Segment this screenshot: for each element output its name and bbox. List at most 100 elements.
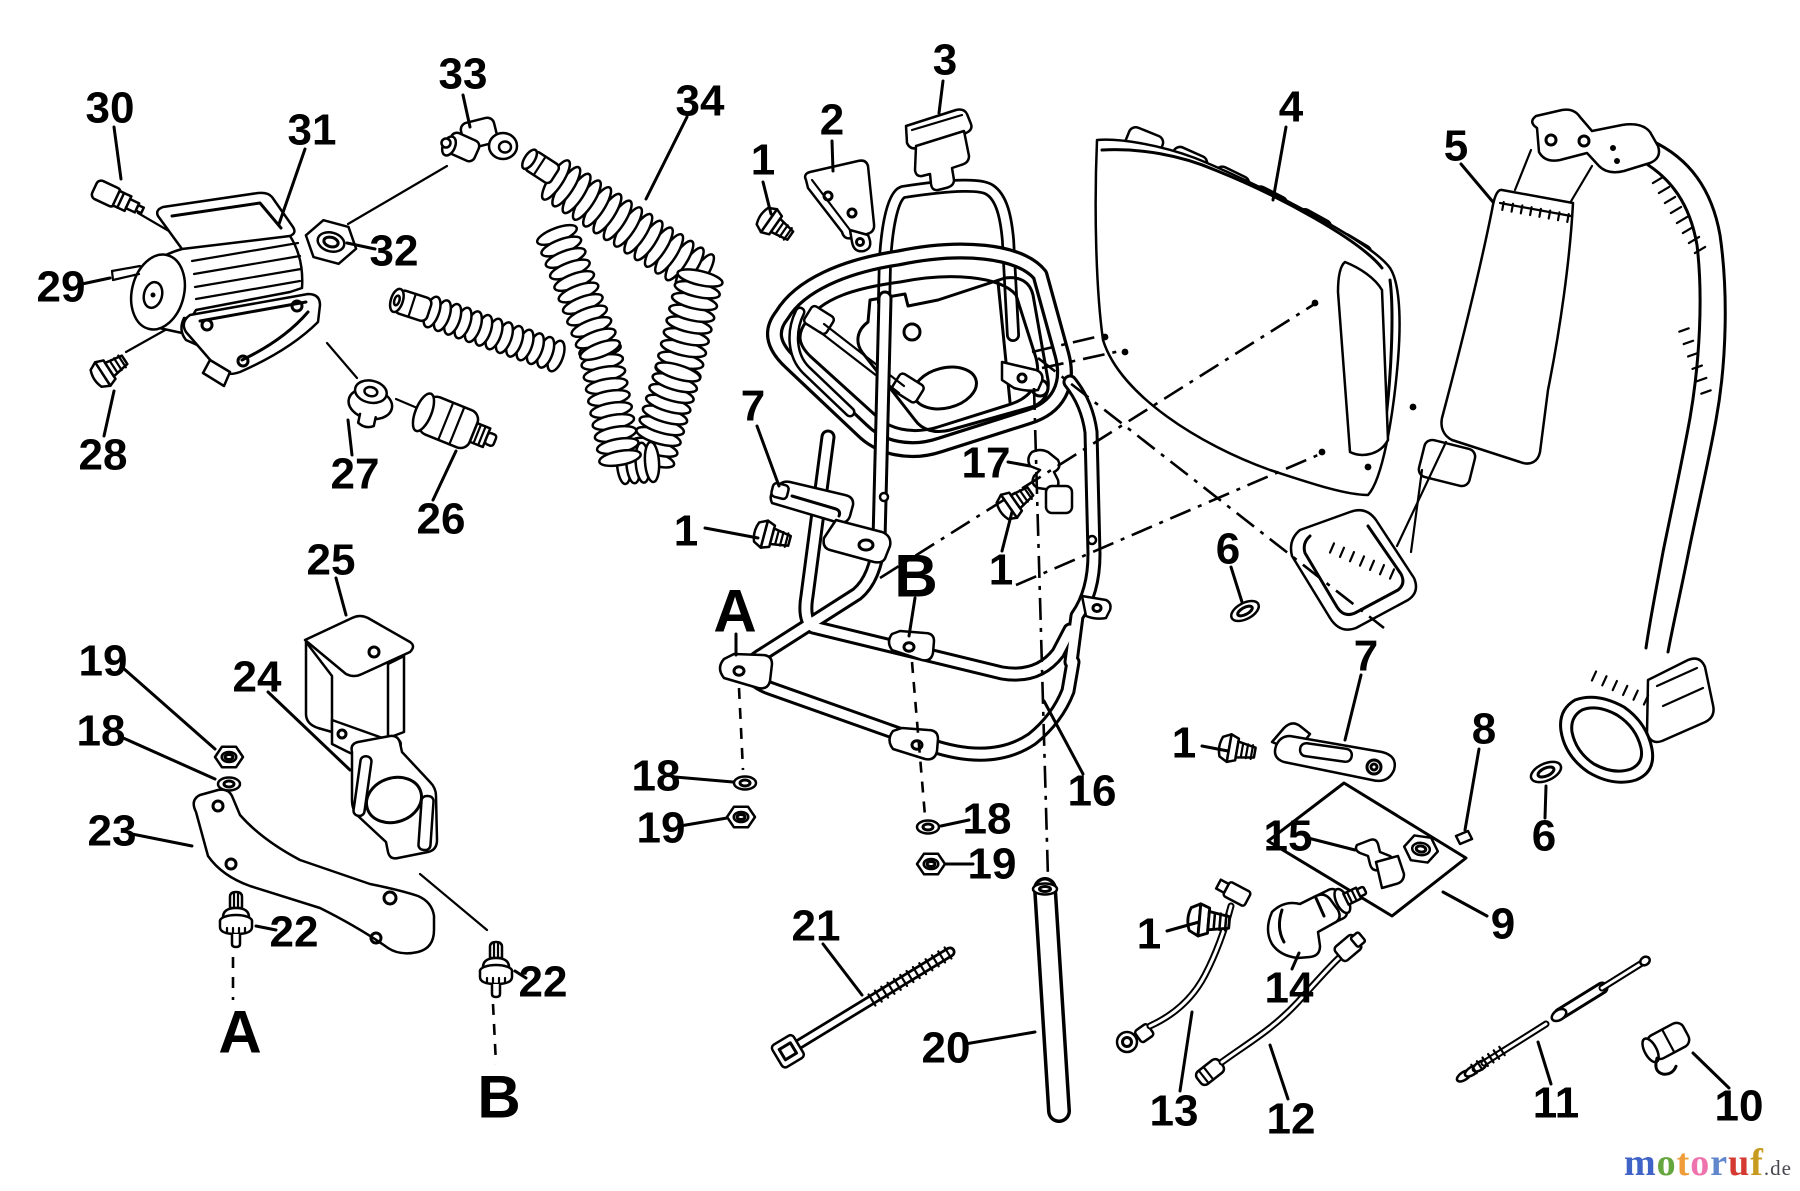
callout-33: 33	[439, 50, 488, 99]
callout-14: 14	[1265, 964, 1314, 1013]
strap-top-buckle	[1531, 108, 1661, 174]
callout-28: 28	[79, 431, 128, 480]
alignment-lines	[879, 303, 1385, 879]
screw-drawing	[752, 519, 793, 549]
leader-line	[678, 816, 729, 828]
leader-line	[277, 147, 307, 226]
leader-line	[346, 418, 354, 457]
muffler-bracket-tab	[201, 358, 232, 388]
coiled-hose-drawing	[422, 159, 724, 486]
ignition-parts-drawing	[1115, 599, 1691, 1087]
nut-drawing	[213, 745, 245, 769]
callout-7: 7	[741, 382, 765, 431]
callout-1: 1	[751, 136, 775, 185]
frame-tab-a	[718, 652, 774, 690]
callout-12: 12	[1267, 1095, 1316, 1144]
nut-drawing	[1402, 834, 1440, 864]
elbow-33-drawing	[440, 116, 519, 163]
watermark-letter: r	[1710, 1142, 1729, 1184]
callout-6: 6	[1532, 812, 1556, 861]
leader-line	[254, 924, 278, 932]
leader-line	[1543, 784, 1548, 820]
nut-drawing	[725, 805, 757, 829]
strap-lower-buckle	[1289, 440, 1448, 631]
screw-drawing	[995, 486, 1035, 521]
callout-18: 18	[77, 707, 126, 756]
leader-line	[1271, 125, 1288, 202]
callout-18: 18	[632, 752, 681, 801]
watermark-letter: f	[1750, 1142, 1764, 1184]
nut-drawing	[915, 852, 947, 876]
callout-10: 10	[1715, 1082, 1764, 1131]
leader-line	[1000, 510, 1014, 553]
leader-line	[907, 596, 917, 638]
watermark-letter: o	[1656, 1142, 1677, 1184]
callout-30: 30	[86, 84, 135, 133]
leader-line	[112, 125, 123, 181]
screw-drawing	[89, 354, 129, 388]
callout-19: 19	[637, 804, 686, 853]
callout-32: 32	[370, 227, 419, 276]
callout-1: 1	[1137, 910, 1161, 959]
callout-4: 4	[1279, 83, 1304, 132]
muffler-assembly-drawing	[90, 116, 724, 486]
leader-line	[461, 93, 472, 129]
plug-boot-drawing	[1266, 893, 1341, 960]
clamp-7-drawing	[769, 480, 892, 564]
callout-20: 20	[922, 1024, 971, 1073]
washer-drawing	[216, 776, 242, 792]
watermark-logo: motoruf.de	[1624, 1141, 1792, 1185]
leader-line	[1229, 565, 1244, 604]
callout-25: 25	[307, 536, 356, 585]
leader-line	[644, 115, 689, 201]
leader-line	[130, 832, 194, 848]
bracket-25-drawing	[303, 614, 415, 759]
assembly-line	[346, 164, 449, 226]
leader-line	[1536, 1040, 1553, 1086]
leader-line	[830, 139, 835, 173]
callout-9: 9	[1491, 900, 1515, 949]
bushing-27-drawing	[347, 379, 394, 429]
plate-2-drawing	[803, 159, 876, 253]
leader-line	[703, 526, 760, 540]
callout-19: 19	[968, 840, 1017, 889]
muffler-drawing	[129, 191, 322, 388]
hose-connector	[521, 148, 561, 185]
callout-18: 18	[963, 795, 1012, 844]
leader-line	[80, 276, 112, 286]
leader-line	[673, 775, 735, 784]
callout-29: 29	[37, 263, 86, 312]
callout-6: 6	[1216, 525, 1240, 574]
strap-end-assembly	[1559, 657, 1715, 784]
callout-7: 7	[1354, 632, 1378, 681]
callout-2: 2	[820, 96, 844, 145]
callout-24: 24	[233, 653, 282, 702]
watermark-letter: o	[1690, 1142, 1711, 1184]
frame-tray	[766, 242, 1073, 459]
leader-line	[102, 389, 116, 438]
callout-34: 34	[676, 77, 725, 126]
leader-line	[119, 735, 217, 781]
clip-15-drawing	[1354, 838, 1406, 890]
watermark-suffix: .de	[1763, 1156, 1792, 1180]
washer-drawing	[915, 819, 941, 835]
spark-plug-drawing	[90, 179, 145, 215]
leader-line	[761, 180, 773, 216]
frame-assembly-drawing	[89, 108, 1112, 876]
muffler-flange	[182, 292, 322, 376]
cable-tie-drawing	[770, 946, 956, 1069]
watermark-letter: u	[1728, 1142, 1751, 1184]
panel-outline	[1094, 138, 1401, 497]
nut-32-drawing	[304, 218, 358, 266]
strap-pad	[1440, 188, 1575, 465]
bottom-parts-drawing	[770, 877, 1071, 1123]
leader-line	[121, 666, 217, 751]
callout-B: B	[477, 1064, 520, 1131]
frame-tab-right	[1080, 594, 1112, 620]
callout-A: A	[713, 578, 756, 645]
leader-line	[1200, 744, 1230, 753]
leader-line	[345, 241, 377, 251]
callout-8: 8	[1472, 705, 1496, 754]
leader-line	[1268, 1043, 1290, 1101]
